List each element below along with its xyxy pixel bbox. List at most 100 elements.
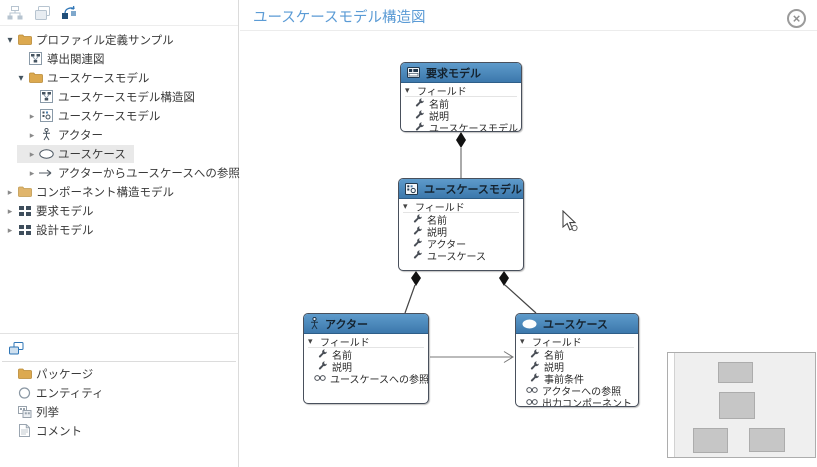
tree-item-component-structure-model[interactable]: コンポーネント構造モデル bbox=[0, 182, 238, 201]
wrench-icon bbox=[413, 226, 423, 236]
tree-item-label: 設計モデル bbox=[36, 224, 94, 237]
stacked-cards-icon[interactable] bbox=[33, 5, 51, 21]
tree-item-label: アクターからユースケースへの参照 bbox=[58, 167, 240, 180]
section-expander-icon[interactable] bbox=[520, 336, 529, 347]
overview-minimap[interactable] bbox=[667, 352, 816, 458]
comment-icon bbox=[16, 424, 33, 437]
wrench-icon bbox=[415, 110, 425, 120]
minimap-sidebar-strip bbox=[668, 353, 675, 457]
tree-item-requirement-model[interactable]: 要求モデル bbox=[0, 201, 238, 220]
field-row: 説明 bbox=[405, 109, 517, 123]
tree-item-label: プロファイル定義サンプル bbox=[36, 34, 174, 47]
node-header[interactable]: ユースケース bbox=[516, 314, 638, 334]
tree-item-label: 導出関連図 bbox=[47, 53, 105, 66]
tree-item-label: ユースケース bbox=[58, 148, 126, 161]
section-label: フィールド bbox=[415, 203, 465, 214]
node-body: フィールド 名前 説明 ユースケースモデル bbox=[401, 83, 521, 131]
palette-item-label: エンティティ bbox=[36, 387, 104, 400]
diagram-canvas[interactable]: ユースケースモデル構造図 要求モデル bbox=[240, 0, 817, 467]
expander-icon[interactable] bbox=[4, 205, 16, 217]
model-tree: プロファイル定義サンプル 導出関連図 ユース bbox=[0, 26, 240, 239]
node-header[interactable]: アクター bbox=[304, 314, 428, 334]
palette-item-label: パッケージ bbox=[36, 368, 94, 381]
tree-item-derivation-diagram[interactable]: 導出関連図 bbox=[0, 49, 238, 68]
open-arrowhead bbox=[503, 351, 514, 363]
tree-item-label: 要求モデル bbox=[36, 205, 94, 218]
expander-icon[interactable] bbox=[4, 34, 16, 46]
section-expander-icon[interactable] bbox=[403, 201, 412, 212]
tree-item-profile-sample[interactable]: プロファイル定義サンプル bbox=[0, 30, 238, 49]
tree-item-actor-to-usecase-reference[interactable]: アクターからユースケースへの参照 bbox=[0, 163, 240, 182]
node-title: ユースケース bbox=[543, 318, 608, 331]
node-body: フィールド 名前 説明 事前条件 アクターへの参照 出力コンポーネント bbox=[516, 334, 638, 406]
node-title: 要求モデル bbox=[426, 67, 481, 80]
node-usecase[interactable]: ユースケース フィールド 名前 説明 事前条件 アクターへの参照 出力コンポーネ… bbox=[515, 313, 639, 407]
expander-icon[interactable] bbox=[15, 72, 27, 84]
tree-item-usecase-model[interactable]: ユースケースモデル bbox=[0, 106, 238, 125]
usecase-model-icon bbox=[405, 182, 418, 195]
expander-icon[interactable] bbox=[4, 186, 16, 198]
grid-icon bbox=[16, 224, 33, 235]
wrench-icon bbox=[415, 98, 425, 108]
overlapping-squares-icon[interactable] bbox=[7, 340, 25, 356]
wrench-icon bbox=[530, 373, 540, 383]
node-usecase-model[interactable]: ユースケースモデル フィールド 名前 説明 アクター ユースケース bbox=[398, 178, 524, 271]
reference-icon bbox=[314, 374, 326, 382]
palette-item-comment[interactable]: コメント bbox=[0, 421, 238, 440]
node-actor[interactable]: アクター フィールド 名前 説明 ユースケースへの参照 bbox=[303, 313, 429, 404]
tree-item-usecase-model-folder[interactable]: ユースケースモデル bbox=[0, 68, 238, 87]
diagram-icon bbox=[27, 52, 44, 65]
palette-item-label: コメント bbox=[36, 425, 82, 438]
requirement-model-icon bbox=[407, 67, 420, 78]
diagram-title: ユースケースモデル構造図 bbox=[253, 10, 426, 26]
linked-nodes-icon[interactable] bbox=[60, 5, 78, 21]
structure-toolbar bbox=[0, 0, 238, 26]
section-expander-icon[interactable] bbox=[308, 336, 317, 347]
enum-icon bbox=[16, 405, 33, 418]
composition-diamond bbox=[411, 271, 421, 286]
palette-item-entity[interactable]: エンティティ bbox=[0, 383, 238, 402]
minimap-node bbox=[718, 362, 753, 383]
folder-icon bbox=[16, 368, 33, 379]
section-expander-icon[interactable] bbox=[405, 85, 414, 96]
node-title: アクター bbox=[325, 318, 369, 331]
org-chart-icon[interactable] bbox=[6, 5, 24, 21]
tree-item-design-model[interactable]: 設計モデル bbox=[0, 220, 238, 239]
node-body: フィールド 名前 説明 アクター ユースケース bbox=[399, 199, 523, 263]
title-divider bbox=[240, 30, 817, 31]
section-label: フィールド bbox=[532, 338, 582, 349]
expander-icon[interactable] bbox=[26, 110, 38, 122]
wrench-icon bbox=[415, 122, 425, 131]
section-label: フィールド bbox=[417, 87, 467, 98]
expander-icon[interactable] bbox=[26, 148, 38, 160]
actor-icon bbox=[38, 128, 55, 141]
wrench-icon bbox=[530, 361, 540, 371]
grid-icon bbox=[16, 205, 33, 216]
field-row: アクターへの参照 bbox=[520, 384, 634, 398]
tree-item-actor[interactable]: アクター bbox=[0, 125, 238, 144]
usecase-icon bbox=[522, 319, 537, 329]
field-row: 説明 bbox=[308, 360, 424, 374]
node-header[interactable]: 要求モデル bbox=[401, 63, 521, 83]
close-diagram-button[interactable] bbox=[787, 9, 806, 28]
palette-item-enumeration[interactable]: 列挙 bbox=[0, 402, 238, 421]
expander-icon[interactable] bbox=[26, 129, 38, 141]
field-row: 名前 bbox=[405, 97, 517, 111]
expander-icon[interactable] bbox=[4, 224, 16, 236]
field-row: ユースケース bbox=[403, 249, 519, 263]
minimap-node bbox=[749, 428, 785, 452]
node-requirement-model[interactable]: 要求モデル フィールド 名前 説明 ユースケースモデル bbox=[400, 62, 522, 132]
tree-item-label: ユースケースモデル bbox=[47, 72, 150, 85]
mouse-cursor bbox=[562, 210, 578, 232]
composition-diamond bbox=[499, 271, 509, 286]
folder-icon bbox=[27, 72, 44, 83]
node-header[interactable]: ユースケースモデル bbox=[399, 179, 523, 199]
node-title: ユースケースモデル bbox=[424, 183, 522, 196]
tree-item-usecase[interactable]: ユースケース bbox=[0, 144, 238, 163]
entity-icon bbox=[16, 386, 33, 399]
tree-item-usecase-structure-diagram[interactable]: ユースケースモデル構造図 bbox=[0, 87, 238, 106]
palette-item-package[interactable]: パッケージ bbox=[0, 364, 238, 383]
folder-icon bbox=[16, 34, 33, 45]
tree-item-label: ユースケースモデル構造図 bbox=[58, 91, 195, 104]
expander-icon[interactable] bbox=[26, 167, 38, 179]
